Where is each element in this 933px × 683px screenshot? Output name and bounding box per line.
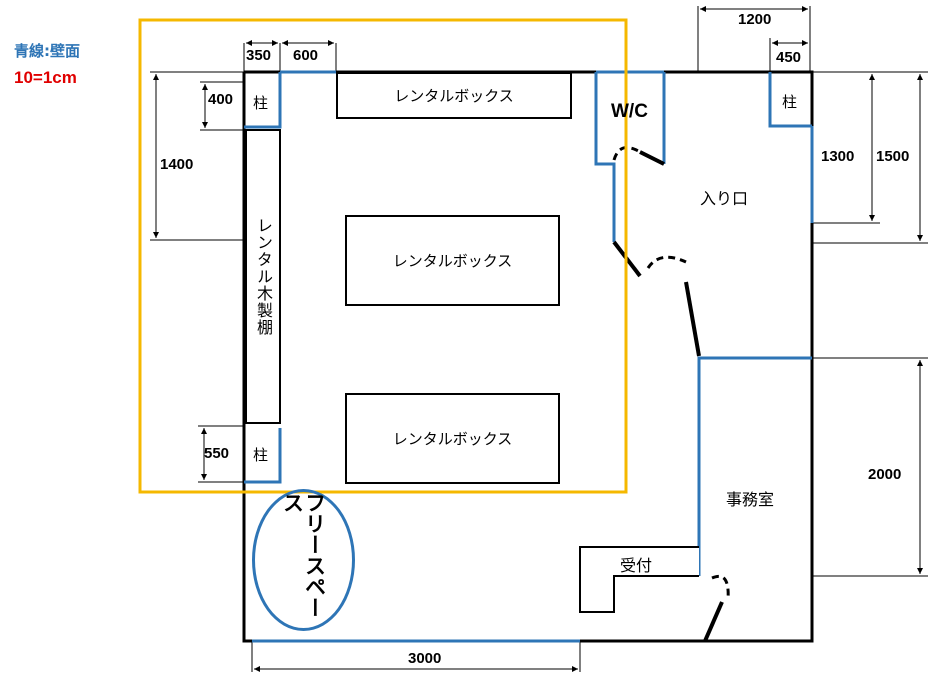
legend-scale-label: 10=1cm [14, 68, 77, 87]
wooden-shelf-label: レンタル木製棚 [254, 217, 273, 336]
dim-2000: 2000 [868, 466, 902, 483]
dim-600: 600 [293, 47, 319, 64]
rental-box-middle: レンタルボックス [345, 215, 560, 306]
dim-1300: 1300 [821, 148, 855, 165]
free-space-label: フリースペース [280, 492, 327, 618]
dim-550: 550 [204, 445, 230, 462]
pillar-bottom-left: 柱 [253, 446, 269, 464]
wooden-shelf: レンタル木製棚 [245, 129, 281, 424]
rental-box-bottom-label: レンタルボックス [392, 430, 513, 448]
highlight-area [138, 18, 628, 494]
rental-box-bottom: レンタルボックス [345, 393, 560, 484]
dim-1400: 1400 [160, 156, 194, 173]
reception-label: 受付 [620, 556, 653, 575]
rental-box-middle-label: レンタルボックス [392, 252, 513, 270]
dim-400: 400 [208, 91, 234, 108]
dim-1200: 1200 [738, 11, 772, 28]
dimension-lines [150, 6, 928, 672]
legend-wall-label: 青線:壁面 [14, 42, 80, 60]
dim-3000: 3000 [408, 650, 442, 667]
blue-walls [244, 70, 814, 643]
dimension-arrowheads [153, 6, 923, 672]
rental-box-top: レンタルボックス [336, 72, 572, 119]
pillar-top-right: 柱 [782, 93, 798, 111]
office-label: 事務室 [726, 490, 775, 509]
dim-350: 350 [246, 47, 272, 64]
dim-450: 450 [776, 49, 802, 66]
pillar-top-left: 柱 [253, 94, 269, 112]
entrance-label: 入り口 [700, 189, 749, 208]
rental-box-top-label: レンタルボックス [394, 87, 514, 105]
free-space-area: フリースペース [252, 489, 355, 631]
reception-counter [579, 546, 699, 613]
dim-1500: 1500 [876, 148, 910, 165]
wc-label: W/C [611, 101, 648, 122]
